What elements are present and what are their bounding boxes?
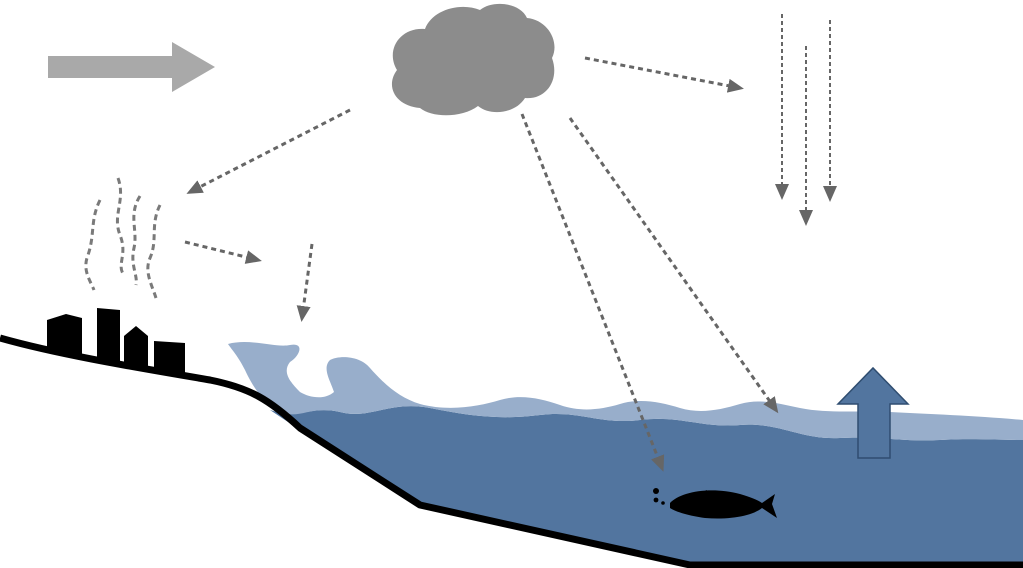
dotted-arrow-icon	[186, 108, 351, 194]
buildings-icon	[124, 326, 148, 366]
city-skyline	[47, 308, 185, 378]
smoke-icon	[146, 204, 162, 299]
upward-flux-arrow	[836, 366, 910, 459]
up-arrow-icon	[836, 366, 910, 459]
wind-arrow	[48, 42, 215, 92]
dotted-arrow-icon	[520, 113, 665, 472]
dotted-arrow-icon	[296, 243, 314, 322]
shoreline	[0, 334, 1023, 568]
ocean-deep	[270, 406, 1023, 568]
surface-waves	[228, 342, 1023, 441]
ocean	[228, 342, 1023, 568]
coastline	[0, 334, 1023, 568]
cloud-icon	[391, 3, 555, 116]
buildings-icon	[97, 308, 120, 362]
cloud	[391, 3, 555, 116]
dotted-arrow-icon	[568, 117, 779, 414]
bubble-icon	[653, 488, 659, 494]
rainfall-arrows	[775, 14, 837, 226]
smoke-icon	[84, 199, 102, 291]
smoke-icon	[131, 195, 142, 286]
dotted-arrow-icon	[584, 56, 744, 93]
bubble-icon	[661, 501, 665, 505]
buildings-icon	[154, 341, 185, 378]
smoke-icon	[115, 177, 126, 276]
bubble-icon	[653, 497, 659, 503]
fish-icon	[670, 490, 777, 519]
dotted-flux-arrows	[184, 56, 779, 472]
dotted-arrow-icon	[184, 240, 262, 264]
buildings-icon	[47, 314, 82, 355]
right-arrow-icon	[48, 42, 215, 92]
fish	[653, 488, 777, 519]
smoke-plumes	[84, 177, 162, 299]
